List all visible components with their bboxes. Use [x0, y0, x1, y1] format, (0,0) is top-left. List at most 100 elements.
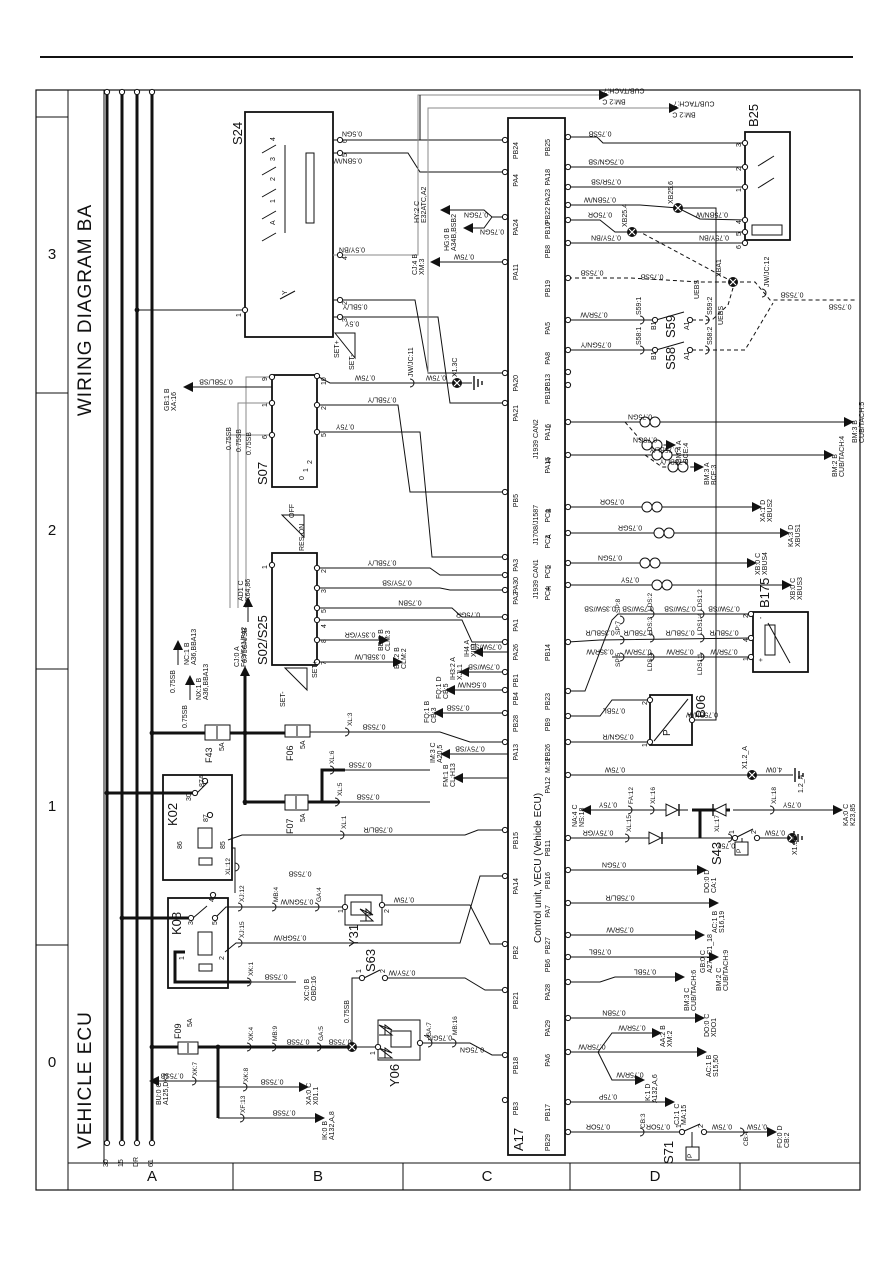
diagram-label: 4 — [743, 638, 750, 642]
pin — [118, 1139, 126, 1147]
diagram-label: XL:15 — [626, 815, 633, 832]
twist-loop-icon — [653, 527, 665, 539]
diagram-label: BM:2 C — [672, 110, 696, 118]
diagram-label: 1 — [303, 468, 310, 472]
diagram-label: 0.75BN/W — [584, 195, 616, 203]
ecu-pin-label-PB14: PB14 — [545, 644, 552, 662]
ecu-pin-PB13 — [564, 368, 572, 376]
wire — [680, 207, 717, 721]
connector-icon — [619, 652, 625, 662]
diagram-label: XL:12 — [225, 858, 232, 875]
diagram-label: LDS1:2 — [697, 589, 704, 611]
wire — [568, 976, 676, 983]
diagram-label: 2 — [321, 406, 328, 410]
diagram-label: JW/JC:12 — [764, 256, 771, 287]
k08-box — [167, 897, 229, 989]
diagram-label: S59:1 — [636, 296, 643, 315]
diagram-label: GA:5 — [318, 1026, 325, 1041]
diagram-label: 0.75OR — [585, 1122, 611, 1130]
diagram-label: 0.75W/SB — [664, 604, 696, 612]
wire — [597, 1032, 653, 1053]
ref-arrow-icon — [149, 1076, 159, 1086]
diagram-label: 87 — [203, 814, 210, 822]
diagram-label: 0.75GN/Y — [580, 340, 612, 348]
diagram-label: BM:3 A BCE:3 — [704, 462, 719, 485]
wire — [261, 232, 277, 242]
diagram-label: 0.75BL/Y — [649, 445, 679, 453]
ref-arrow-icon — [665, 1097, 675, 1107]
y06-solenoid — [390, 1030, 412, 1048]
ecu-pin-PA18 — [564, 163, 572, 171]
pin — [148, 88, 156, 96]
ecu-pin-label-PA6: PA6 — [545, 1054, 552, 1067]
diagram-label: B — [546, 508, 553, 513]
junction-dot — [104, 790, 110, 796]
s24-resistor — [305, 152, 315, 224]
ground-icon — [473, 376, 483, 390]
wire — [681, 1123, 701, 1133]
wire — [317, 404, 508, 493]
connector-icon — [344, 727, 350, 737]
ground-icon — [793, 831, 803, 845]
ref-arrow-icon — [666, 440, 676, 450]
diagram-label: 0.75BL/Y — [367, 395, 397, 403]
diagram-label: BM:2 C CUB/TACH:9 — [716, 949, 731, 991]
diagram-label: 0.75GN — [627, 412, 653, 420]
s02-res-stalk — [280, 514, 305, 539]
pin — [268, 373, 276, 381]
ref-arrow-icon — [669, 103, 679, 113]
pin — [336, 313, 344, 321]
pin — [700, 1128, 708, 1136]
wire — [333, 152, 508, 173]
diagram-label: 0.75Y/GR — [582, 828, 614, 836]
ecu-pin-PB27 — [564, 931, 572, 939]
diagram-label: IH3:2 A XJL1 — [450, 657, 465, 680]
diagram-label: 5A — [219, 742, 226, 751]
diagram-label: 0.75W/SB — [470, 642, 502, 650]
connector-icon — [649, 805, 655, 815]
ecu-pin-label-PA11: PA11 — [513, 264, 520, 281]
ecu-pin-PA1 — [501, 613, 509, 621]
diagram-label: 0.75R/W — [580, 310, 608, 318]
pin — [241, 306, 249, 314]
pin — [103, 88, 111, 96]
connector-icon — [627, 805, 633, 815]
wire — [320, 768, 345, 802]
diagram-label: 0.75Y/SB — [382, 578, 412, 586]
diode-icon — [648, 831, 663, 845]
diagram-label: 0.75W — [393, 895, 415, 903]
junction-dot — [149, 730, 155, 736]
diagram-label: S02/S25 — [255, 615, 270, 665]
diagram-label: 5A — [300, 813, 307, 822]
diagram-label: 5 — [342, 153, 349, 157]
diagram-label: A — [270, 220, 277, 225]
connector-icon — [237, 938, 243, 948]
diagram-label: UEBS — [694, 279, 701, 299]
diagram-label: KA:0 C K23,85 — [843, 803, 858, 826]
diagram-label: P — [736, 848, 743, 853]
diagram-label: 0.75SB — [246, 432, 253, 455]
diagram-label: B1 — [651, 351, 658, 360]
rail-label-15: 15 — [118, 1159, 125, 1167]
diagram-label: JW/JC:11 — [408, 347, 415, 377]
ecu-pin-label-PB8: PB8 — [545, 245, 552, 259]
pin — [148, 1139, 156, 1147]
wire — [655, 341, 685, 351]
wire — [317, 619, 508, 643]
ecu-pin-PC2 — [564, 529, 572, 537]
diagram-label: CJ:4 B XM:3 — [412, 253, 427, 275]
ecu-pin-PB10 — [564, 216, 572, 224]
pin — [206, 811, 214, 819]
diagram-label: 0.75W — [764, 828, 786, 836]
diagram-label: 0.75SB — [588, 129, 612, 137]
diagram-label: 0.75BN — [602, 1008, 626, 1016]
wire — [378, 1047, 394, 1059]
connector-icon — [619, 635, 625, 645]
ecu-pin-PB28 — [501, 709, 509, 717]
diagram-label: 0.5BN/W — [333, 156, 363, 164]
diagram-label: 0.75BL/R — [665, 628, 695, 636]
diagram-label: 0.75SB — [286, 1037, 310, 1045]
b25-box — [744, 131, 791, 241]
ecu-pin-PB21 — [501, 986, 509, 994]
